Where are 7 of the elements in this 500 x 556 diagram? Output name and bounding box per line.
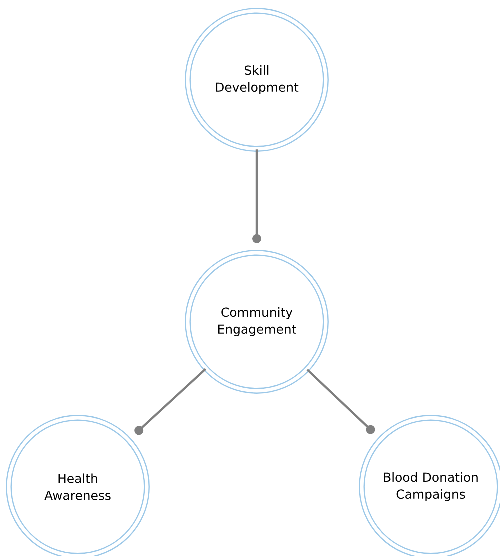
connector xyxy=(134,368,207,436)
circle-node: Skill Development xyxy=(185,8,329,152)
circle-node: Blood Donation Campaigns xyxy=(359,415,500,556)
connector xyxy=(252,150,262,244)
circle-node: Health Awareness xyxy=(6,415,150,556)
connector xyxy=(306,369,376,434)
circle-node: Community Engagement xyxy=(185,250,329,394)
